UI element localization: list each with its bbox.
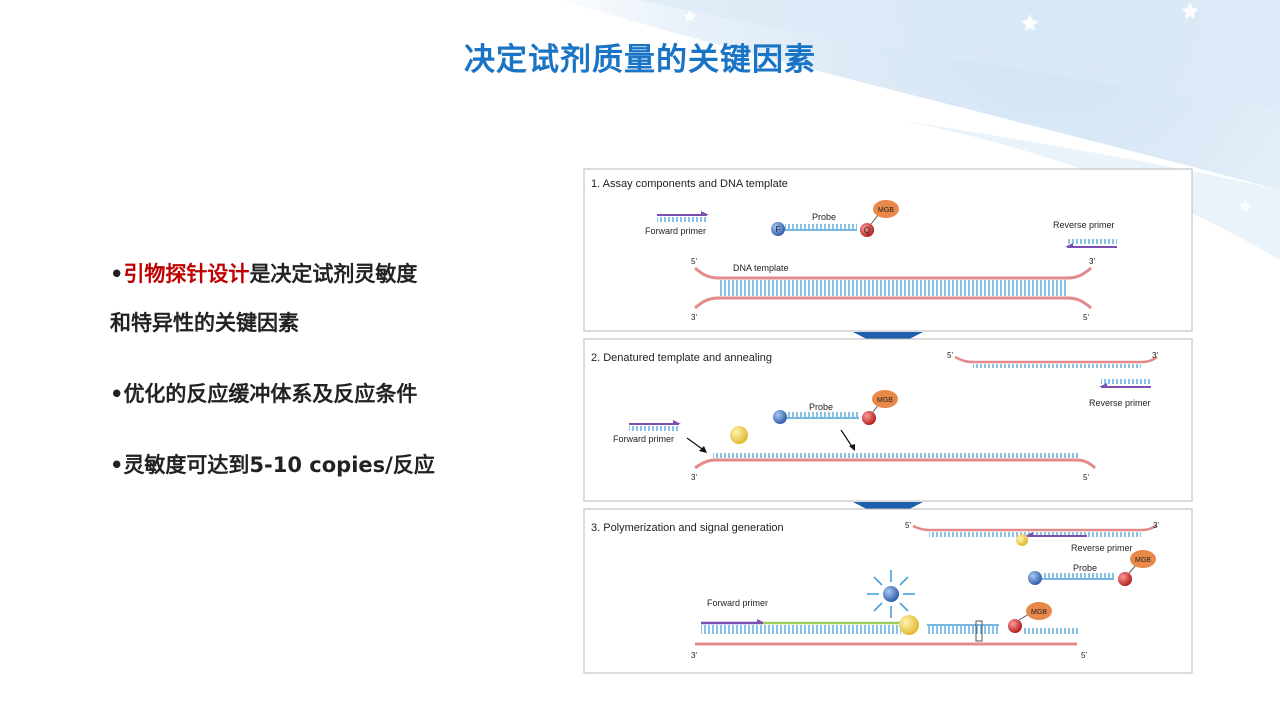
forward-primer-label: Forward primer	[613, 434, 674, 444]
three-prime-label: 3'	[691, 313, 697, 322]
bullet-1-text-b: 和特异性的关键因素	[110, 311, 299, 335]
bullet-item-1: •引物探针设计是决定试剂灵敏度 和特异性的关键因素	[110, 250, 550, 348]
polymerase-ball	[730, 426, 748, 444]
three-prime-label: 3'	[1089, 257, 1095, 266]
five-prime-label: 5'	[691, 257, 697, 266]
bullet-symbol: •	[110, 262, 124, 286]
five-prime-label: 5'	[1081, 651, 1087, 660]
three-prime-label: 3'	[1152, 351, 1158, 360]
three-prime-label: 3'	[691, 473, 697, 482]
mgb-label: MGB	[1031, 609, 1047, 616]
mgb-label: MGB	[1135, 557, 1151, 564]
extension-strand: MGB	[695, 602, 1079, 646]
probe-glyph: F Q MGB	[771, 200, 899, 237]
single-strand-top	[954, 355, 1158, 368]
five-prime-label: 5'	[905, 521, 911, 530]
bullet-2-text: 优化的反应缓冲体系及反应条件	[123, 382, 418, 406]
reverse-primer-glyph	[1099, 379, 1151, 388]
slide-title: 决定试剂质量的关键因素	[464, 42, 816, 78]
single-strand-top	[912, 523, 1158, 546]
panel-1-title: 1. Assay components and DNA template	[591, 178, 788, 190]
panel-2-title: 2. Denatured template and annealing	[591, 352, 772, 364]
five-prime-label: 5'	[1083, 473, 1089, 482]
panel-1: 1. Assay components and DNA template For…	[583, 168, 1193, 332]
probe-glyph: MGB	[773, 390, 898, 425]
bullet-1-text-a: 是决定试剂灵敏度	[249, 262, 418, 286]
bullet-item-2: •优化的反应缓冲体系及反应条件	[110, 370, 550, 419]
dna-template-label: DNA template	[733, 263, 789, 273]
probe-label: Probe	[809, 402, 833, 412]
probe-glyph: MGB	[1028, 550, 1156, 586]
forward-primer-label: Forward primer	[645, 226, 706, 236]
bullet-highlight: 引物探针设计	[123, 262, 250, 286]
ds-dna	[694, 266, 1092, 310]
reverse-primer-label: Reverse primer	[1071, 543, 1133, 553]
panel-3-title: 3. Polymerization and signal generation	[591, 522, 784, 534]
pointer-arrow	[840, 429, 854, 449]
taqman-diagram: 1. Assay components and DNA template For…	[583, 168, 1193, 674]
mgb-label: MGB	[878, 207, 894, 214]
q-label: Q	[864, 226, 870, 235]
probe-label: Probe	[812, 212, 836, 222]
released-fluorophore	[867, 570, 915, 618]
panel-2: 2. Denatured template and annealing 5' 3…	[583, 338, 1193, 502]
reverse-primer-label: Reverse primer	[1053, 220, 1115, 230]
forward-primer-label: Forward primer	[707, 598, 768, 608]
panel-3: 3. Polymerization and signal generation …	[583, 508, 1193, 674]
f-label: F	[776, 225, 781, 234]
five-prime-label: 5'	[1083, 313, 1089, 322]
bullet-item-3: •灵敏度可达到5-10 copies/反应	[110, 441, 550, 490]
five-prime-label: 5'	[947, 351, 953, 360]
probe-label: Probe	[1073, 563, 1097, 573]
three-prime-label: 3'	[691, 651, 697, 660]
forward-primer-glyph	[657, 211, 709, 222]
bullet-symbol: •	[110, 453, 124, 477]
forward-primer-glyph	[629, 420, 681, 431]
single-strand-template	[694, 453, 1097, 470]
three-prime-label: 3'	[1153, 521, 1159, 530]
reverse-primer-label: Reverse primer	[1089, 398, 1151, 408]
reverse-primer-glyph	[1065, 239, 1117, 248]
mgb-label: MGB	[877, 397, 893, 404]
bullet-3-text: 灵敏度可达到5-10 copies/反应	[123, 453, 435, 477]
bullet-list: •引物探针设计是决定试剂灵敏度 和特异性的关键因素 •优化的反应缓冲体系及反应条…	[110, 250, 550, 512]
bullet-symbol: •	[110, 382, 124, 406]
